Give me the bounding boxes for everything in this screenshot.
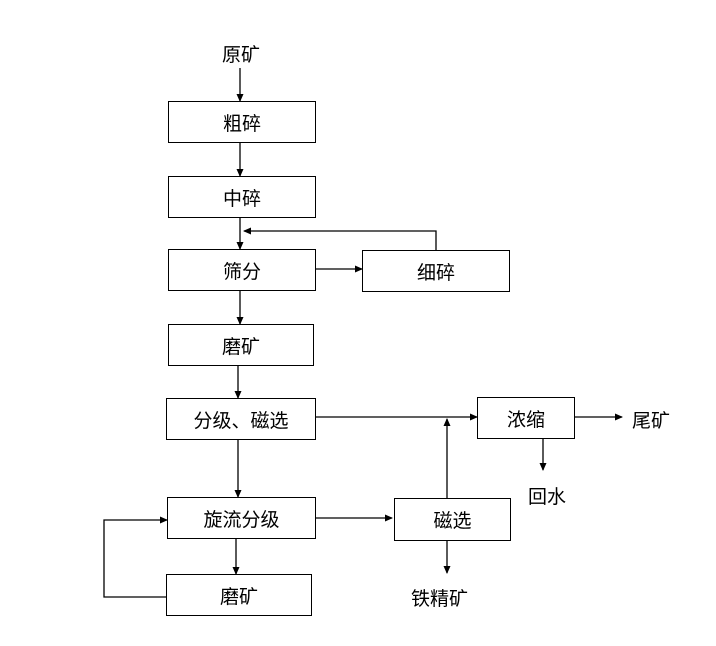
node-magsep-2: 磁选 (394, 498, 511, 541)
arrow-finecrush-return (243, 227, 437, 250)
node-iron-concentrate: 铁精矿 (411, 588, 469, 610)
node-tailings: 尾矿 (632, 410, 671, 432)
node-thickening: 浓缩 (477, 397, 575, 439)
node-return-water: 回水 (528, 486, 567, 508)
arrow-grinding2-loop (103, 516, 168, 598)
node-medium-crush: 中碎 (168, 176, 316, 218)
node-grinding-2: 磨矿 (166, 574, 312, 616)
node-grinding-1: 磨矿 (168, 324, 314, 366)
node-cyclone-classify: 旋流分级 (167, 497, 316, 539)
node-coarse-crush: 粗碎 (168, 101, 316, 143)
node-screening: 筛分 (168, 249, 316, 291)
node-raw-ore: 原矿 (222, 44, 261, 66)
node-fine-crush: 细碎 (362, 250, 510, 292)
node-classify-magsep: 分级、磁选 (166, 398, 316, 440)
